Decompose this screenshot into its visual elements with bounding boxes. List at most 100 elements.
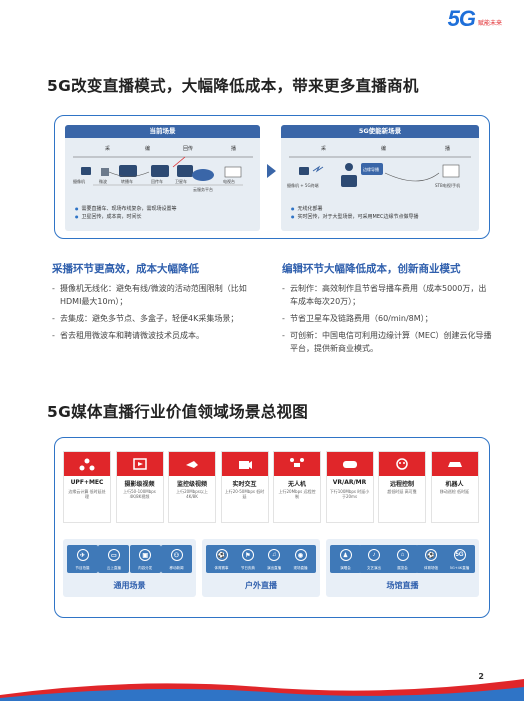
capability-card: 摄影级视频上行50-100Mbps 4K/8K视频: [115, 451, 164, 523]
after-bullets: 无线化部署 实时回传，对于大型场景，可采用MEC边缘节点做导播: [291, 205, 419, 221]
tile-label: 演出直播: [267, 566, 282, 570]
card-header: [431, 452, 478, 476]
stage-label: 编: [145, 146, 151, 152]
stage-label: 播: [445, 146, 451, 152]
comparison-panel: 当前场景 采 编 回传 播 摄像机 微波 转播车 回传车 卫星车 云服务平台 电…: [54, 115, 490, 239]
scenario-icon: ⚽: [215, 549, 228, 561]
section2-title: 5G媒体直播行业价值领域场景总视图: [47, 403, 309, 421]
card-title: 无人机: [287, 481, 306, 488]
scenario-icon: ⚽: [425, 549, 437, 561]
list-item: 云制作：高效制作且节省导播车费用（成本5000万，出车成本每次20万）；: [282, 282, 494, 308]
card-header: [64, 452, 110, 476]
stage-label: 回传: [183, 146, 194, 152]
list-item: 去集成：避免多节点、多盒子，轻便4K采集场景；: [52, 312, 267, 325]
list-item: 摄像机无线化：避免有线/微波的活动范围限制（比如HDMI最大10m）；: [52, 282, 267, 308]
card-header: [221, 452, 268, 476]
robot-icon: [396, 458, 408, 470]
card-desc: 超低时延 高可靠: [387, 489, 417, 494]
tile-label: 展览会: [397, 566, 408, 570]
bullet: 无线化部署: [291, 205, 418, 213]
logo-slogan: 赋能未来: [477, 20, 502, 27]
capability-card: 监控级视频上行20Mbps以上 4K/8K: [168, 451, 216, 523]
card-desc: 上行20Mbps以上 4K/8K: [176, 489, 208, 499]
brand-logo: 5G 赋能未来: [448, 8, 502, 30]
tile-label: 5G+4K直播: [449, 566, 470, 570]
card-header: [379, 452, 425, 476]
tile-label: 内容分发: [138, 566, 153, 570]
device-label: STB电视/手机: [435, 183, 461, 188]
vr-icon: [342, 461, 357, 468]
card-desc: 上行50-100Mbps 4K/8K视频: [123, 489, 156, 499]
card-header: [274, 452, 320, 476]
stage-label: 编: [381, 146, 387, 152]
left-list: 摄像机无线化：避免有线/微波的活动范围限制（比如HDMI最大10m）； 去集成：…: [52, 282, 267, 346]
scenario-icon: 5G: [453, 549, 466, 561]
tile-label: 移动新闻: [169, 566, 184, 570]
card-desc: 下行100Mbps 时延小于20ms: [329, 489, 370, 499]
page-number: 2: [478, 672, 484, 681]
group-label: 场馆直播: [386, 581, 419, 590]
tile-label: 演唱会: [340, 566, 351, 570]
scenario-group: ⚽体育赛事⚑节日庆典♫演出直播◉现场直播户外直播: [202, 539, 320, 597]
scenario-tile: ◉ 现场直播: [285, 545, 316, 573]
tile-label: 文艺演出: [367, 566, 381, 570]
bullet: 卫星回传，成本高，时间长: [75, 213, 177, 221]
arrow-icon: [267, 164, 276, 178]
device-label: 转播车: [121, 179, 133, 184]
scenario-icon: ♫: [268, 549, 281, 561]
device-label: 摄像机 + 5G终端: [287, 183, 319, 188]
right-heading: 编辑环节大幅降低成本，创新商业模式: [282, 263, 461, 275]
capability-card: 机器人移动巡检 低时延: [430, 451, 479, 523]
stage-label: 采: [321, 146, 327, 152]
card-header: [169, 452, 215, 476]
device-label: 电视台: [223, 179, 235, 184]
scenario-tile: ⌂展览会: [387, 545, 418, 573]
drone-icon: [290, 458, 304, 467]
card-title: 监控级视频: [176, 481, 207, 488]
tile-label: 体育赛事: [214, 566, 229, 570]
stage-label: 采: [105, 146, 111, 152]
card-desc: 上行20Mbps 远程控制: [278, 489, 316, 499]
card-title: 机器人: [445, 481, 464, 488]
scenario-tile: ⚽ 体育场馆: [415, 545, 447, 573]
group-label: 户外直播: [245, 581, 277, 590]
device-label: 卫星车: [175, 179, 187, 184]
video-icon: [132, 458, 147, 470]
before-title: 当前场景: [65, 125, 260, 138]
scenario-tile: ▣内容分发: [129, 545, 161, 573]
scenario-icon: ✈: [76, 549, 89, 561]
scenario-tile: ✈节目拍摄: [67, 545, 98, 573]
list-item: 节省卫星车及链路费用（60/min/8M）；: [282, 312, 494, 325]
tile-label: 体育场馆: [424, 566, 438, 570]
tile-label: 云上直播: [106, 566, 121, 570]
right-list: 云制作：高效制作且节省导播车费用（成本5000万，出车成本每次20万）； 节省卫…: [282, 282, 494, 359]
network-icon: [79, 458, 95, 471]
capability-card: 实时交互上行20-50Mbps 低时延: [220, 451, 269, 523]
capability-card: 无人机上行20Mbps 远程控制: [273, 451, 321, 523]
device-label: 边缘导播: [363, 167, 379, 172]
scenario-icon: ⚑: [241, 549, 254, 561]
tile-label: 现场直播: [293, 566, 308, 570]
card-desc: 上行20-50Mbps 低时延: [224, 489, 265, 499]
card-desc: 移动巡检 低时延: [439, 489, 470, 494]
card-header: [116, 452, 163, 476]
bullet: 实时回传，对于大型场景，可采用MEC边缘节点做导播: [291, 213, 419, 221]
before-bullets: 需要直播车、现场布线复杂，需现场设置等 卫星回传，成本高，时间长: [75, 205, 177, 221]
scenario-tile: 5G 5G+4K直播: [444, 545, 475, 573]
scenario-tile: ⚽ 体育赛事: [206, 545, 237, 573]
scenario-icon: ▭: [107, 549, 120, 561]
after-title: 5G使能新场景: [281, 125, 479, 138]
scenario-icon: ◉: [294, 549, 307, 561]
list-item: 省去租用微波车和聘请微波技术员成本。: [52, 329, 267, 342]
card-title: 摄影级视频: [124, 481, 155, 488]
scenario-tile: ♫ 演出直播: [258, 545, 290, 573]
bullet: 需要直播车、现场布线复杂，需现场设置等: [75, 205, 177, 213]
card-header: [326, 452, 373, 476]
card-title: VR/AR/MR: [332, 479, 367, 486]
device-label: 摄像机: [73, 179, 85, 184]
logo-mark: 5G: [447, 6, 476, 31]
scenario-tile: ♟演唱会: [330, 545, 361, 573]
